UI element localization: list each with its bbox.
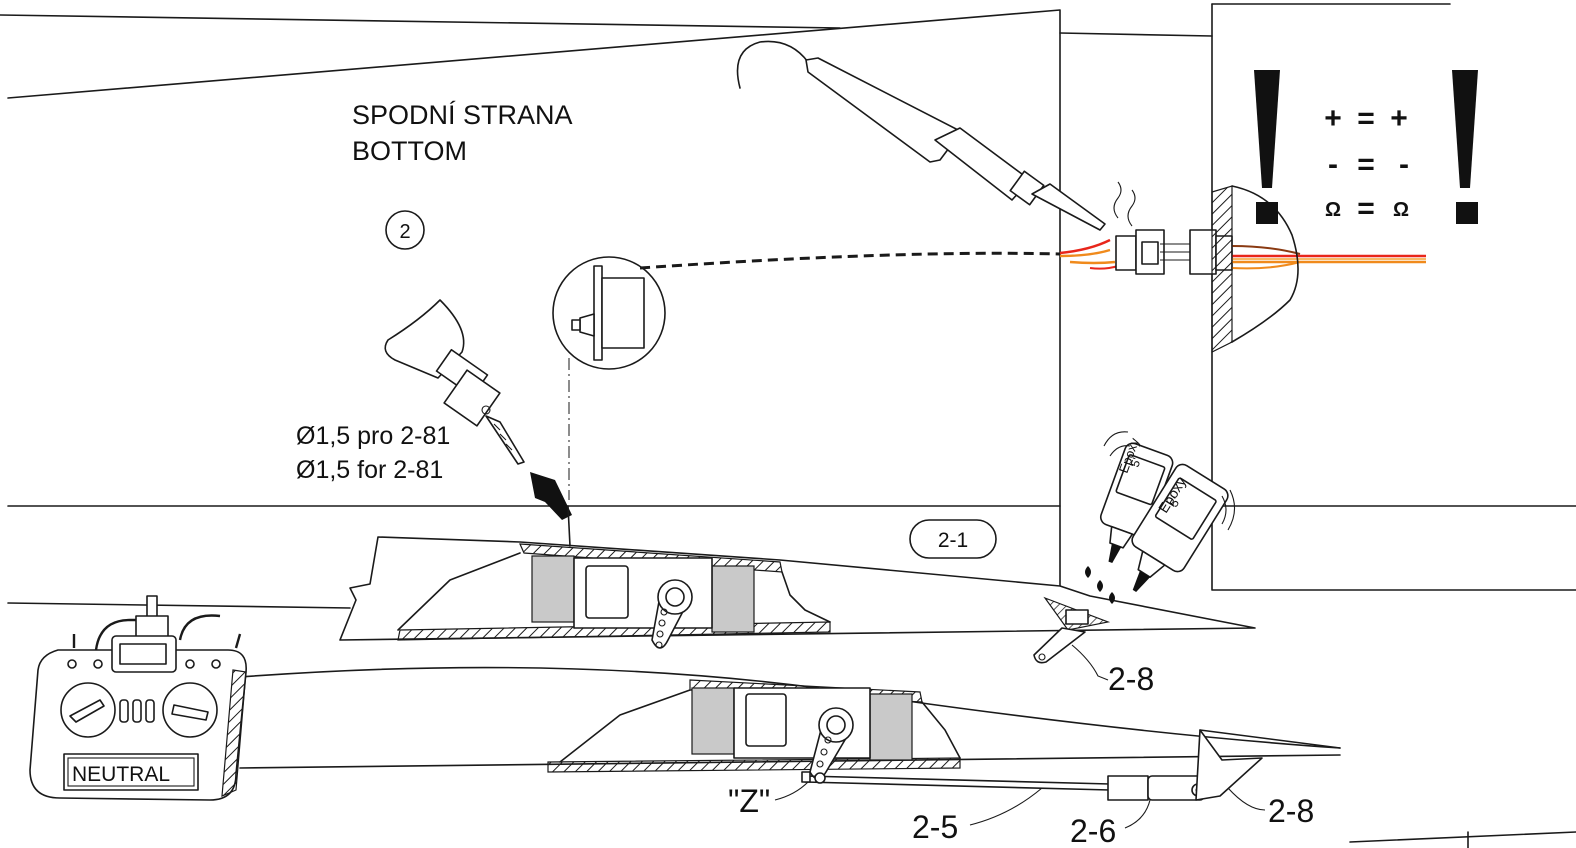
servo-window-lower [745,693,787,747]
servo-window [585,565,629,619]
polarity-r1-c3: + [1390,102,1408,135]
servo-arm-lower [809,707,854,780]
neutral-label-box [63,753,199,791]
wing-section-lower [239,666,1341,801]
neutral-label: NEUTRAL [72,763,170,786]
drill [384,299,572,547]
extension-wire-brown [1231,245,1301,255]
polarity-r1-c2: = [1357,102,1375,135]
control-horn-lower [1195,729,1341,801]
wire-orange [1059,248,1111,258]
control-horn-upper [1033,596,1111,664]
part-label-2-8-lower: 2-8 [1268,793,1314,829]
z-bend-label: "Z" [728,783,770,819]
polarity-r2-c3: - [1399,148,1409,181]
servo-grey-block-left-lower [691,687,735,755]
clevis [1107,775,1149,801]
pushrod [801,771,1205,801]
soldering-iron [736,40,1136,231]
part-label-2-5: 2-5 [912,809,958,845]
exclamation-left [1254,70,1280,188]
servo-connector [1059,229,1426,275]
polarity-table: + = + - = - Ω = Ω [1324,102,1409,225]
servo-arm-upper [651,579,693,649]
fuselage-wall [1211,185,1299,353]
polarity-r2-c1: - [1328,148,1338,181]
servo-grey-block-left [531,555,575,623]
polarity-r3-c3: Ω [1393,199,1409,221]
part-label-2-8-upper: 2-8 [1108,661,1154,697]
leader-lines [774,644,1266,829]
part-label-2-6: 2-6 [1070,813,1116,848]
magnifier-detail [552,251,1061,500]
servo-grey-block-right-lower [869,693,913,761]
servo-grey-block-right [711,565,755,633]
drill-label-en: Ø1,5 for 2-81 [296,456,443,484]
exclamation-right [1452,70,1478,188]
part-callout-bubble [909,519,997,559]
dashed-leader [639,251,1061,270]
side-label-cz: SPODNÍ STRANA [352,100,573,130]
part-callout-text: 2-1 [938,529,968,552]
polarity-r2-c2: = [1357,148,1375,181]
polarity-r3-c1: Ω [1325,199,1341,221]
side-label-en: BOTTOM [352,136,467,166]
wing-section-upper [339,536,1256,664]
wire-red [1059,238,1111,255]
step-number-circle [385,210,425,250]
transmitter [29,595,247,801]
polarity-r1-c1: + [1324,102,1342,135]
drill-label-cz: Ø1,5 pro 2-81 [296,422,450,450]
step-number: 2 [399,221,410,243]
polarity-r3-c2: = [1357,192,1375,225]
warning-exclamations [1254,70,1478,224]
epoxy-bottles [1085,431,1236,604]
